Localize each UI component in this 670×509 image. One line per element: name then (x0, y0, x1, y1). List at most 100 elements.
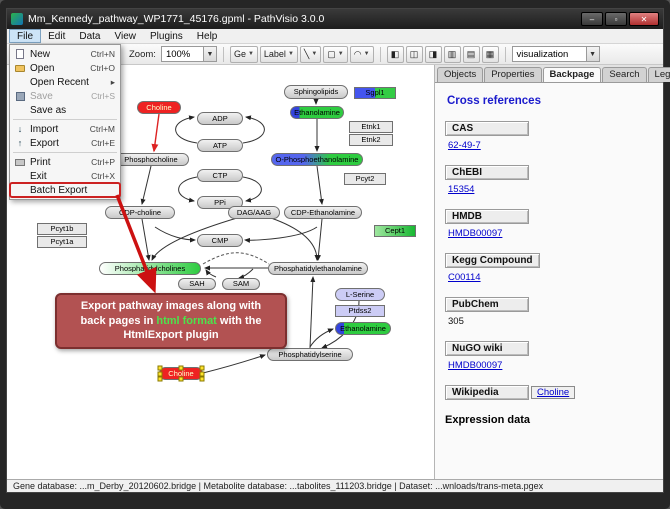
node-etnk1[interactable]: Etnk1 (349, 121, 393, 133)
menu-help[interactable]: Help (196, 30, 218, 42)
align-left-button[interactable]: ◧ (386, 45, 404, 63)
visualization-combobox[interactable]: visualization ▼ (511, 46, 600, 62)
node-sphingolipids[interactable]: Sphingolipids (284, 85, 348, 99)
node-o-phosphoethanolamine[interactable]: O-Phosphoethanolamine (271, 153, 363, 166)
xref-link[interactable]: Choline (531, 386, 576, 399)
node-dag-aag[interactable]: DAG/AAG (228, 206, 280, 219)
menu-data[interactable]: Data (79, 30, 101, 42)
file-menu-item-save-as[interactable]: Save as (10, 103, 120, 117)
xref-source-name: PubChem (445, 297, 529, 312)
align-center-button[interactable]: ◫ (405, 45, 423, 63)
selection-handle[interactable] (157, 376, 163, 382)
selection-handle[interactable] (157, 365, 163, 371)
node-ppi[interactable]: PPi (197, 196, 243, 209)
node-sgpl1[interactable]: Sgpl1 (354, 87, 396, 99)
node-label: Choline (168, 369, 194, 378)
selection-handle[interactable] (157, 371, 163, 376)
node-cmp[interactable]: CMP (197, 234, 243, 247)
node-label: CDP-choline (118, 208, 162, 217)
menu-plugins[interactable]: Plugins (149, 30, 183, 42)
tab-legend[interactable]: Legend (647, 67, 670, 82)
selection-handle[interactable] (199, 371, 205, 376)
xref-link[interactable]: HMDB00097 (448, 228, 503, 239)
node-cdp-ethanolamine[interactable]: CDP-Ethanolamine (284, 206, 362, 219)
stack-button[interactable]: ▦ (481, 45, 499, 63)
node-phosphatidylcholines[interactable]: Phosphatidylcholines (99, 262, 201, 275)
chevron-down-icon[interactable]: ▼ (585, 47, 599, 61)
node-choline-selected[interactable]: Choline (157, 365, 205, 382)
node-atp[interactable]: ATP (197, 139, 243, 152)
tab-properties[interactable]: Properties (484, 67, 542, 82)
selection-handle[interactable] (199, 376, 205, 382)
datanode-tool-button[interactable]: Ge▼ (229, 45, 258, 63)
selection-handle[interactable] (178, 376, 184, 382)
annotation-text: Export pathway images along with back pa… (80, 299, 262, 327)
shape-tool-button[interactable]: ▢▼ (323, 45, 348, 63)
menu-file[interactable]: File (9, 29, 42, 43)
xref-source-name: HMDB (445, 209, 529, 224)
tab-search[interactable]: Search (602, 67, 647, 82)
node-pcyt1b[interactable]: Pcyt1b (37, 223, 87, 235)
window-title: Mm_Kennedy_pathway_WP1771_45176.gpml - P… (28, 13, 325, 25)
node-pcyt1a[interactable]: Pcyt1a (37, 236, 87, 248)
file-menu-item-open-recent[interactable]: Open Recent▸ (10, 75, 120, 89)
node-pcyt2[interactable]: Pcyt2 (344, 173, 386, 185)
toolbar-separator (504, 46, 506, 62)
zoom-combobox[interactable]: 100% ▼ (160, 46, 217, 62)
node-ctp[interactable]: CTP (197, 169, 243, 182)
xref-link[interactable]: HMDB00097 (448, 360, 503, 371)
node-ptdss2[interactable]: Ptdss2 (335, 305, 385, 317)
maximize-button[interactable]: ▫ (605, 12, 627, 26)
tab-backpage[interactable]: Backpage (542, 67, 602, 82)
node-phosphocholine[interactable]: Phosphocholine (113, 153, 189, 166)
chevron-down-icon[interactable]: ▼ (363, 51, 370, 57)
selection-handle[interactable] (178, 365, 184, 371)
file-menu-item-batch-export[interactable]: Batch Export (9, 182, 121, 198)
xref-link[interactable]: 15354 (448, 184, 475, 195)
node-adp[interactable]: ADP (197, 112, 243, 125)
tab-objects[interactable]: Objects (437, 67, 484, 82)
arc-tool-button[interactable]: ◠▼ (349, 45, 374, 63)
node-sam[interactable]: SAM (222, 278, 260, 290)
xref-link[interactable]: 62-49-7 (448, 140, 481, 151)
chevron-down-icon[interactable]: ▼ (337, 51, 344, 57)
label-tool-button[interactable]: Label▼ (259, 45, 298, 63)
menu-view[interactable]: View (114, 30, 136, 42)
menu-edit[interactable]: Edit (48, 30, 66, 42)
xref-link[interactable]: C00114 (448, 272, 481, 283)
align-right-button[interactable]: ◨ (424, 45, 442, 63)
node-phosphatidylethanolamine[interactable]: Phosphatidylethanolamine (268, 262, 368, 275)
node-cdp-choline[interactable]: CDP-choline (105, 206, 175, 219)
chevron-down-icon[interactable]: ▼ (287, 51, 294, 57)
minimize-button[interactable]: – (581, 12, 603, 26)
node-phosphatidylserine[interactable]: Phosphatidylserine (267, 348, 353, 361)
node-ethanolamine-mid[interactable]: Ethanolamine (335, 322, 391, 335)
node-label: Ethanolamine (340, 324, 386, 333)
blank-icon (14, 185, 26, 196)
chevron-down-icon[interactable]: ▼ (311, 51, 318, 57)
chevron-down-icon[interactable]: ▼ (247, 51, 254, 57)
distribute-vertical-button[interactable]: ▤ (462, 45, 480, 63)
xref-source-name: ChEBI (445, 165, 529, 180)
chevron-down-icon[interactable]: ▼ (202, 47, 216, 61)
node-l-serine[interactable]: L-Serine (335, 288, 385, 301)
node-choline-top[interactable]: Choline (137, 101, 181, 114)
distribute-horizontal-button[interactable]: ▥ (443, 45, 461, 63)
node-cept1[interactable]: Cept1 (374, 225, 416, 237)
line-tool-button[interactable]: ╲▼ (299, 45, 322, 63)
node-sah[interactable]: SAH (178, 278, 216, 290)
node-ethanolamine-top[interactable]: Ethanolamine (290, 106, 344, 119)
close-button[interactable]: ✕ (629, 12, 659, 26)
status-bar: Gene database: ...m_Derby_20120602.bridg… (7, 479, 663, 492)
selection-handle[interactable] (199, 365, 205, 371)
node-etnk2[interactable]: Etnk2 (349, 134, 393, 146)
